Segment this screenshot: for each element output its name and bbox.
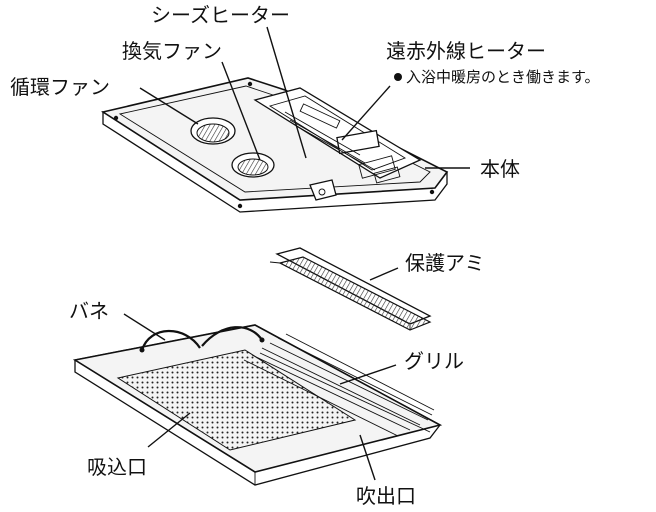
intake-mesh [116,349,357,451]
label-outlet: 吹出口 [356,484,416,507]
bullet-icon [394,73,402,81]
exhaust-fan [231,152,275,178]
outlet-slats [243,333,435,437]
protective-mesh-illustration [269,247,432,331]
label-protective-mesh: 保護アミ [405,251,485,275]
label-circulation-fan: 循環ファン [10,75,110,99]
circulation-fan [190,117,236,145]
label-intake: 吸込口 [87,455,147,479]
label-main-unit: 本体 [480,157,520,181]
label-sheath-heater: シーズヒーター [151,3,290,27]
spring-wire [139,326,265,353]
grille-illustration [72,324,443,486]
leader-lines [123,26,470,481]
main-unit-illustration [100,77,449,213]
label-grille: グリル [404,349,464,373]
label-infrared-heater: 遠赤外線ヒーター [386,39,546,63]
label-infrared-note: 入浴中暖房のとき働きます。 [406,68,600,86]
label-spring: バネ [69,299,109,323]
label-exhaust-fan: 換気ファン [122,39,222,63]
main-unit-top [100,77,449,201]
